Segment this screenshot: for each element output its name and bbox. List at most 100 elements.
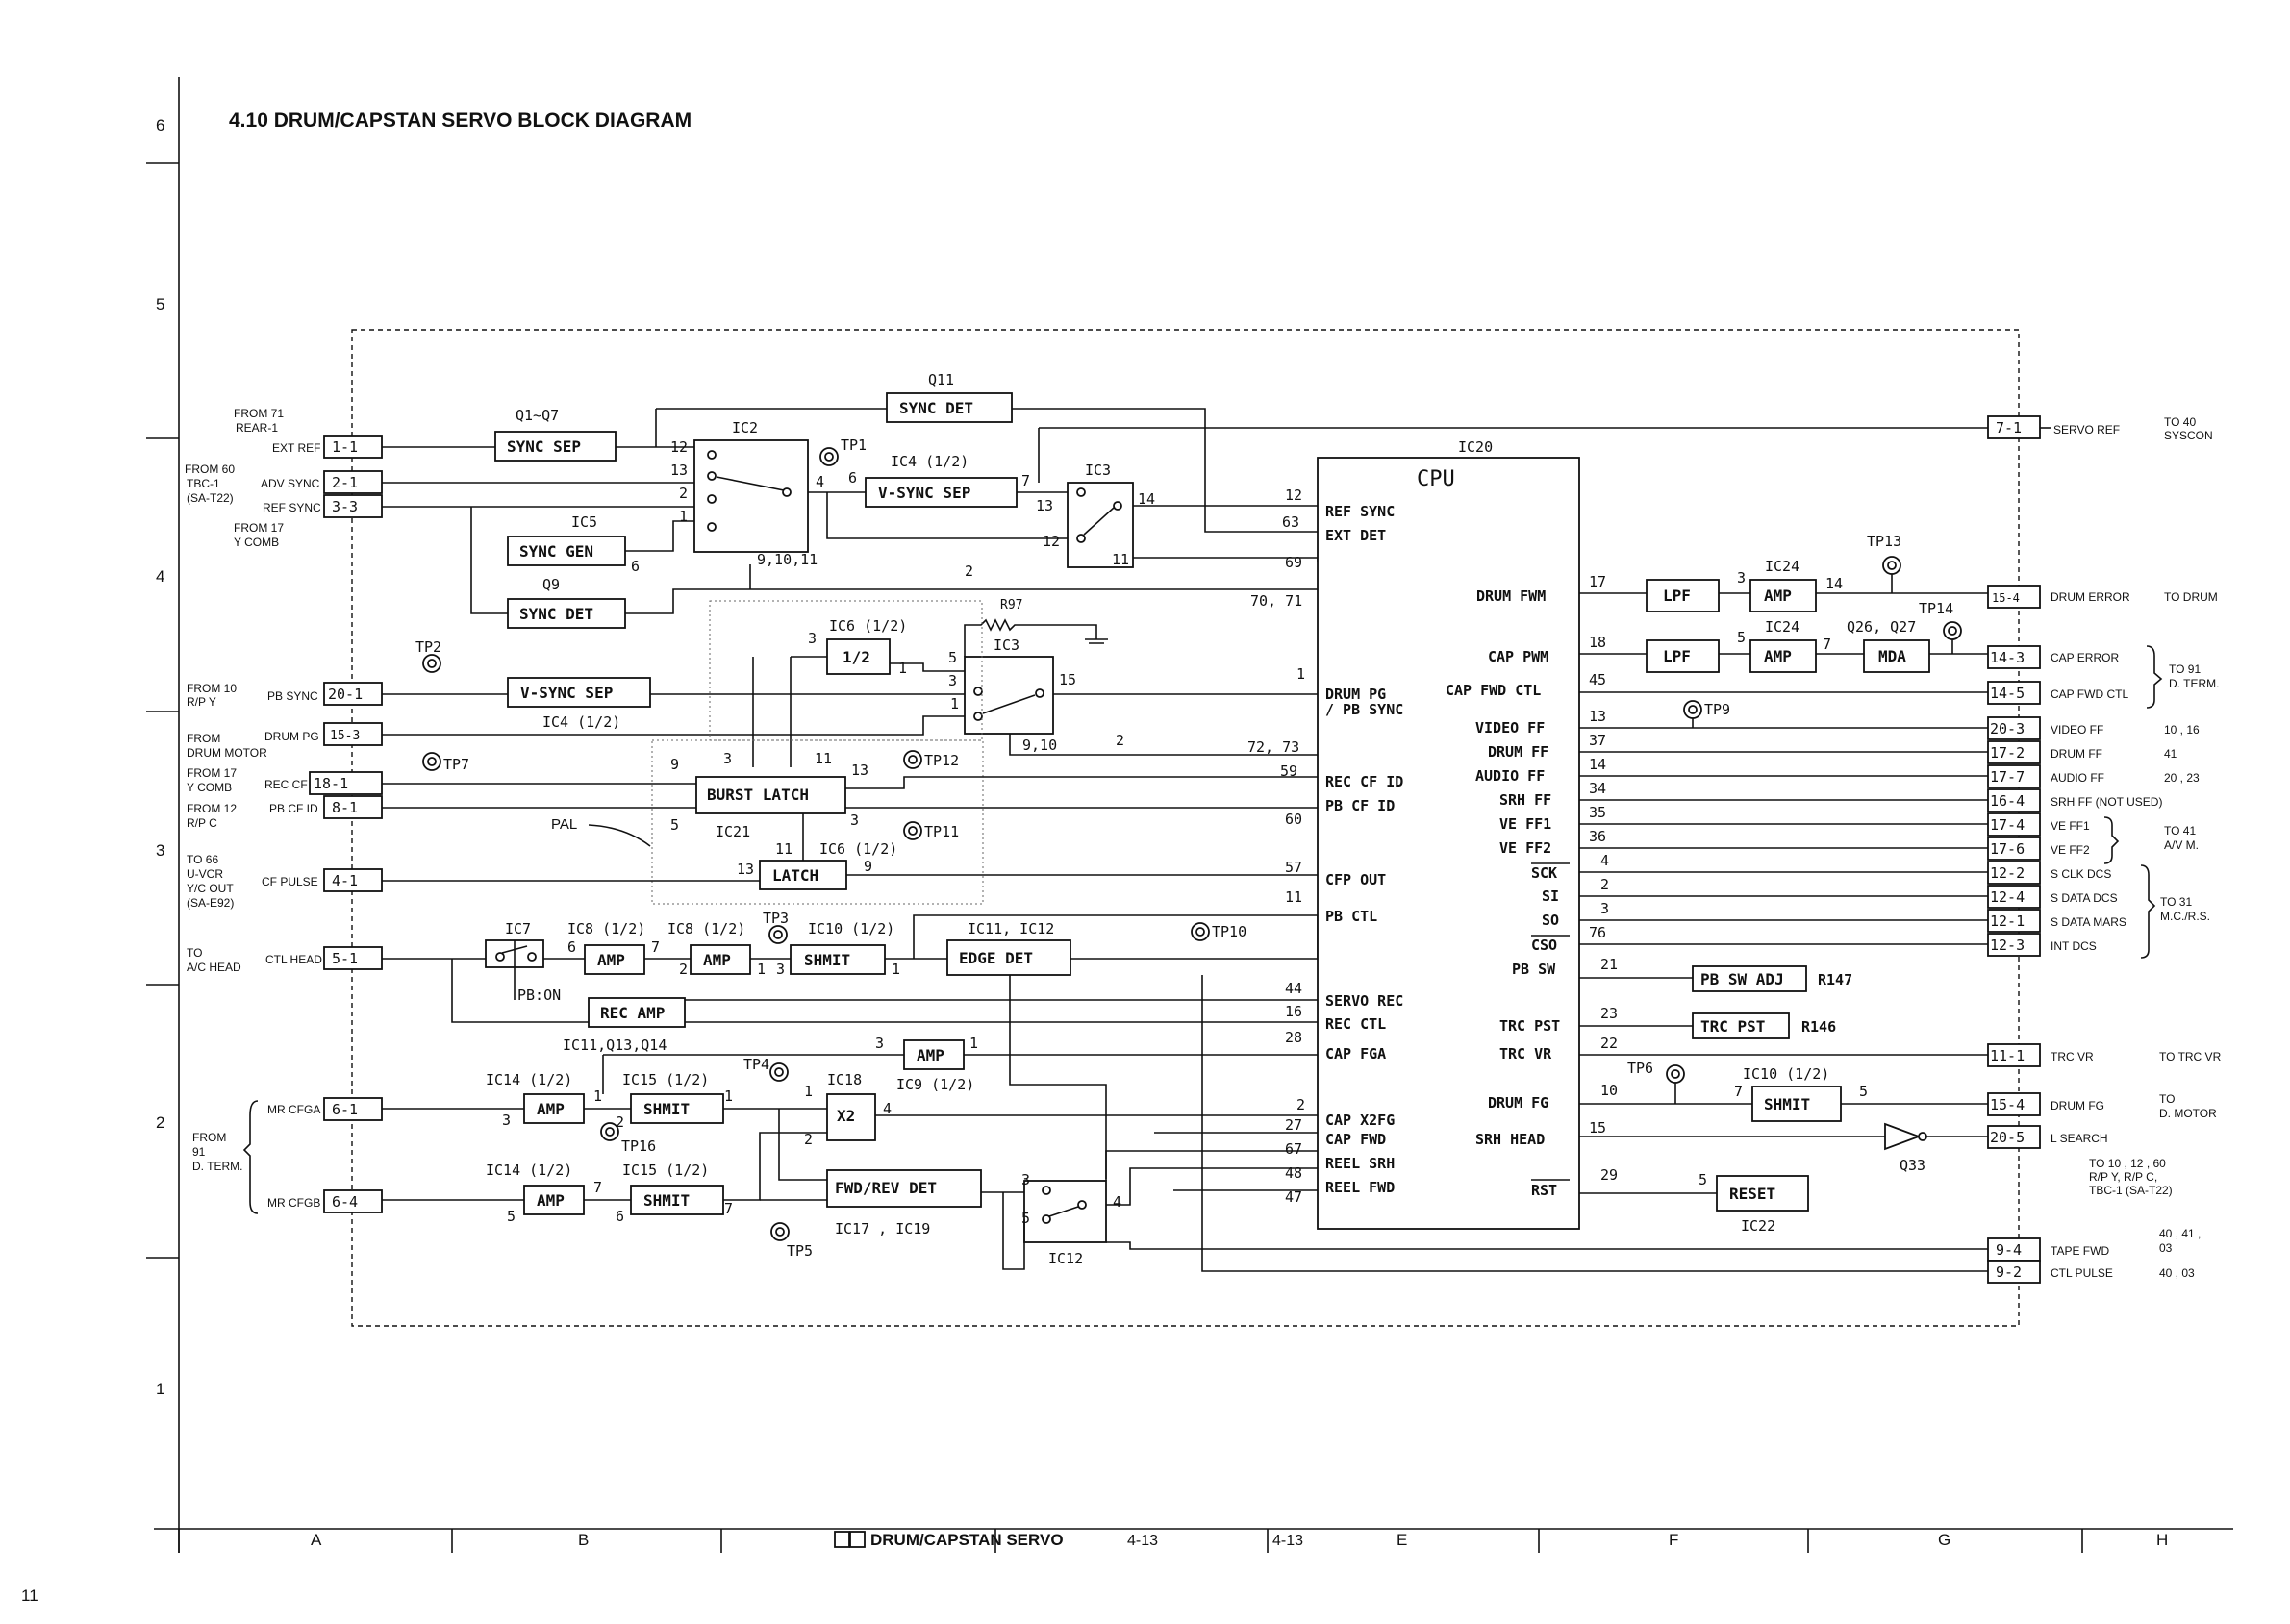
svg-text:18-1: 18-1 [314,775,348,792]
ctl-amp2-block [690,944,751,975]
svg-text:6-4: 6-4 [332,1193,358,1211]
svg-text:5-1: 5-1 [332,950,358,967]
ic3-switch [1067,482,1134,568]
svg-text:CPU: CPU [1417,467,1455,491]
cfgb-shmit-block [630,1185,724,1215]
svg-text:17-7: 17-7 [1990,768,2025,786]
svg-text:3: 3 [776,961,785,978]
svg-text:CAP ERROR: CAP ERROR [2051,651,2119,664]
svg-text:PB CF ID: PB CF ID [269,802,318,815]
svg-text:1-1: 1-1 [332,438,358,456]
svg-text:IC15 (1/2): IC15 (1/2) [622,1162,709,1179]
zone-row: 3 [156,841,164,860]
svg-text:AMP: AMP [597,951,625,969]
svg-text:REF SYNC: REF SYNC [263,501,321,514]
zone-col: B [578,1531,589,1549]
svg-text:1: 1 [969,1035,978,1052]
svg-text:IC12: IC12 [1048,1250,1083,1267]
svg-text:EDGE DET: EDGE DET [959,949,1033,967]
svg-text:40 , 03: 40 , 03 [2159,1266,2195,1280]
svg-text:12-4: 12-4 [1990,888,2025,906]
svg-text:IC18: IC18 [827,1071,862,1088]
svg-text:DRUM FF: DRUM FF [2051,747,2102,761]
svg-text:TRC VR: TRC VR [1499,1045,1552,1062]
q33-buffer [1884,1122,1922,1151]
svg-text:V-SYNC SEP: V-SYNC SEP [520,684,613,702]
svg-text:7: 7 [724,1200,733,1217]
svg-text:VE FF2: VE FF2 [2051,843,2090,857]
svg-text:Q11: Q11 [928,371,954,388]
zone-row: 6 [156,116,164,135]
svg-text:REAR-1: REAR-1 [236,421,278,435]
svg-text:11: 11 [775,840,793,858]
svg-text:Y/C OUT: Y/C OUT [187,882,234,895]
svg-text:10 , 16: 10 , 16 [2164,723,2200,737]
zone-row: 5 [156,295,164,313]
svg-text:20-1: 20-1 [328,686,363,703]
svg-text:IC20: IC20 [1458,438,1493,456]
svg-text:VE FF2: VE FF2 [1499,839,1551,857]
svg-text:IC8 (1/2): IC8 (1/2) [567,920,645,937]
svg-text:11: 11 [1112,551,1129,568]
svg-text:AMP: AMP [537,1191,565,1210]
svg-text:CAP X2FG: CAP X2FG [1325,1112,1395,1129]
svg-text:11: 11 [1285,888,1302,906]
svg-text:76: 76 [1589,924,1606,941]
svg-text:3: 3 [808,630,817,647]
svg-text:REEL FWD: REEL FWD [1325,1179,1395,1196]
footer-page-left: 4-13 [1127,1533,1158,1549]
svg-text:PAL: PAL [551,816,577,833]
svg-text:U-VCR: U-VCR [187,867,223,881]
svg-text:CSO: CSO [1531,937,1557,954]
svg-text:37: 37 [1589,732,1606,749]
svg-text:TP11: TP11 [924,823,959,840]
svg-text:15-4: 15-4 [1992,591,2020,605]
svg-text:72, 73: 72, 73 [1247,738,1299,756]
footer-page-right: 4-13 [1272,1533,1303,1549]
right-blocks: LPF 3 IC24 AMP 14 LPF 5 IC24 AMP 7 Q26, … [1646,558,1930,1235]
svg-text:6: 6 [567,938,576,956]
svg-text:CAP FGA: CAP FGA [1325,1045,1386,1062]
left-connectors: 1-1 2-1 3-3 20-1 15-3 18-1 8-1 4-1 5-1 6… [309,435,383,1213]
svg-text:TP2: TP2 [415,638,441,656]
svg-text:TO 10 , 12 , 60: TO 10 , 12 , 60 [2089,1157,2166,1170]
svg-text:27: 27 [1285,1116,1302,1134]
svg-text:12: 12 [1285,487,1302,504]
svg-text:15-3: 15-3 [330,729,360,743]
svg-text:VIDEO FF: VIDEO FF [2051,723,2103,737]
svg-text:IC7: IC7 [505,920,531,937]
svg-text:15: 15 [1589,1119,1606,1137]
svg-text:IC3: IC3 [1085,462,1111,479]
svg-text:40 , 41 ,: 40 , 41 , [2159,1227,2201,1240]
divider-block [826,638,891,675]
svg-text:4: 4 [883,1100,892,1117]
svg-text:VIDEO FF: VIDEO FF [1475,719,1545,737]
svg-text:4: 4 [1600,852,1609,869]
svg-text:CTL PULSE: CTL PULSE [2051,1266,2113,1280]
svg-text:A/V M.: A/V M. [2164,838,2199,852]
drum-pg-section: IC6 (1/2) 1/2 3 1 IC3 R97 5 3 1 15 9,10 … [507,598,1124,754]
svg-text:BURST LATCH: BURST LATCH [707,786,809,804]
svg-text:D. TERM.: D. TERM. [192,1160,242,1173]
svg-text:1: 1 [1296,665,1305,683]
svg-text:DRUM PG: DRUM PG [264,730,319,743]
svg-text:FROM 60: FROM 60 [185,462,235,476]
svg-text:MDA: MDA [1878,647,1906,665]
svg-text:L SEARCH: L SEARCH [2051,1132,2108,1145]
svg-text:SHMIT: SHMIT [804,951,850,969]
svg-text:45: 45 [1589,671,1606,688]
svg-text:D. MOTOR: D. MOTOR [2159,1107,2217,1120]
svg-text:3: 3 [502,1112,511,1129]
svg-text:DRUM FWM: DRUM FWM [1476,587,1546,605]
svg-text:REC CF ID: REC CF ID [1325,773,1403,790]
svg-text:IC24: IC24 [1765,558,1799,575]
svg-text:TAPE FWD: TAPE FWD [2051,1244,2109,1258]
burst-latch-section: PAL BURST LATCH 9 3 11 13 5 3 IC21 11 IC… [551,600,984,905]
svg-text:2-1: 2-1 [332,474,358,491]
svg-text:INT DCS: INT DCS [2051,939,2097,953]
cfga-amp-block [523,1093,585,1124]
svg-text:13: 13 [851,762,868,779]
svg-text:TO 91: TO 91 [2169,662,2201,676]
right-connectors: 7-1 15-4 14-3 14-5 20-3 17-2 17-7 16-4 1… [1987,415,2041,1284]
svg-text:CTL HEAD: CTL HEAD [265,953,322,966]
